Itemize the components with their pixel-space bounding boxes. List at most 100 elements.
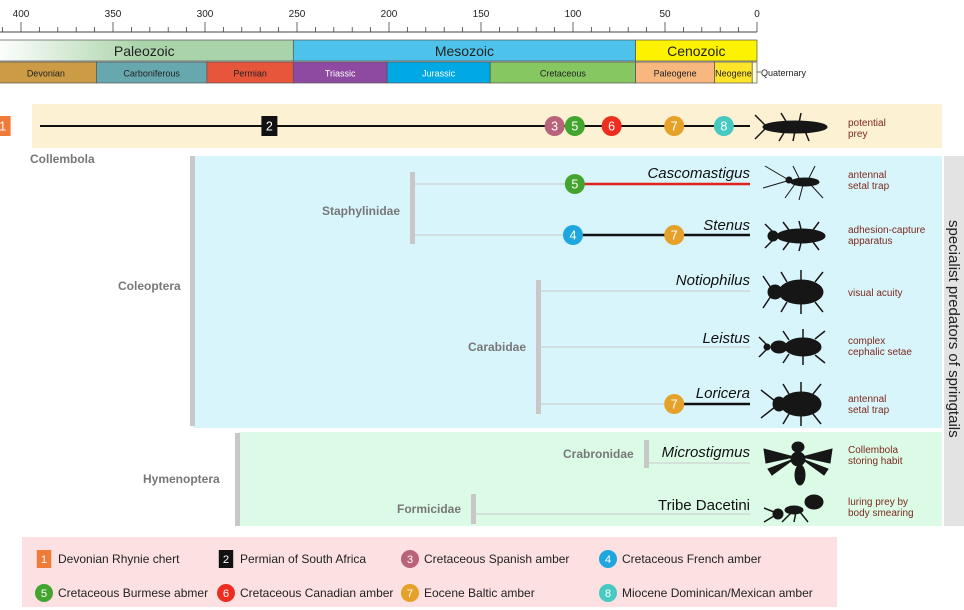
formicidae-bracket [471, 494, 476, 524]
marker-number: 6 [223, 588, 229, 600]
era-cenozoic [635, 39, 758, 62]
period-label: Devonian [27, 69, 65, 79]
coleoptera-band [193, 156, 942, 428]
marker-6 [217, 584, 235, 602]
marker-number: 1 [0, 120, 6, 134]
marker-number: 3 [407, 554, 413, 566]
scale-tick-label: 200 [381, 9, 398, 20]
leistus-icon [758, 329, 826, 365]
marker-number: 6 [608, 120, 615, 134]
marker-7 [664, 116, 685, 136]
marker-number: 3 [551, 120, 558, 134]
marker-number: 5 [41, 588, 47, 600]
family-carabidae: Carabidae [468, 340, 526, 354]
scale-tick-label: 300 [197, 9, 214, 20]
trait-dacetini-2: body smearing [848, 508, 914, 519]
prey-label-line2: prey [848, 129, 867, 140]
tree-brackets [190, 156, 649, 526]
marker-number: 8 [605, 588, 611, 600]
marker-number: 2 [223, 554, 229, 566]
taxon-lines [573, 182, 750, 406]
marker-2 [261, 116, 278, 136]
trait-microstigmus-1: Collembola [848, 445, 898, 456]
legend-label: Eocene Baltic amber [424, 586, 535, 600]
taxon-loricera: Loricera [696, 385, 750, 402]
marker-8 [713, 116, 734, 136]
insect-silhouettes [754, 112, 833, 523]
marker-8 [599, 584, 617, 602]
staphylinidae-bracket [410, 172, 415, 244]
era-label: Paleozoic [114, 43, 175, 59]
legend-label: Cretaceous Burmese abmer [58, 586, 208, 600]
quaternary-label: Quaternary [761, 68, 807, 78]
legend-label: Miocene Dominican/Mexican amber [622, 586, 813, 600]
scale-tick-label: 100 [565, 9, 582, 20]
trait-leistus-2: cephalic setae [848, 347, 912, 358]
era-label: Mesozoic [435, 43, 494, 59]
trait-stenus-1: adhesion-capture [848, 225, 926, 236]
marker-number: 7 [671, 398, 678, 412]
trait-notiophilus-1: visual acuity [848, 288, 902, 299]
scale-tick-label: 50 [659, 9, 671, 20]
scale-tick-label: 0 [754, 9, 760, 20]
crabronidae-bracket [644, 440, 649, 468]
marker-1 [36, 550, 52, 568]
period-label: Permian [233, 69, 267, 79]
marker-3 [544, 116, 565, 136]
trait-cascomastigus-1: antennal [848, 170, 886, 181]
marker-2 [218, 550, 234, 568]
legend-label: Cretaceous Canadian amber [240, 586, 393, 600]
marker-number: 7 [671, 229, 678, 243]
hymenoptera-band [238, 432, 942, 526]
order-coleoptera: Coleoptera [118, 279, 181, 293]
marker-number: 7 [407, 588, 413, 600]
marker-7 [401, 584, 419, 602]
family-staphylinidae: Staphylinidae [322, 204, 400, 218]
taxon-notiophilus: Notiophilus [676, 272, 751, 289]
period-label: Carboniferous [123, 69, 180, 79]
marker-number: 8 [720, 120, 727, 134]
prey-label-line1: potential [848, 118, 886, 129]
trait-loricera-1: antennal [848, 394, 886, 405]
trait-stenus-2: apparatus [848, 236, 892, 247]
loricera-icon [760, 382, 822, 426]
taxon-microstigmus: Microstigmus [662, 444, 751, 461]
taxon-cascomastigus: Cascomastigus [647, 165, 750, 182]
marker-number: 5 [571, 120, 578, 134]
side-label: specialist predators of springtails [945, 220, 962, 438]
period-label: Cretaceous [540, 69, 587, 79]
springtail-icon [754, 112, 828, 142]
taxon-leistus: Leistus [702, 330, 750, 347]
era-label: Cenozoic [667, 43, 725, 59]
legend-label: Devonian Rhynie chert [58, 552, 180, 566]
ant-icon [763, 494, 824, 523]
legend-label: Cretaceous Spanish amber [424, 552, 569, 566]
cascomastigus-icon [762, 165, 824, 201]
order-hymenoptera: Hymenoptera [143, 472, 220, 486]
period-label: Triassic [325, 69, 356, 79]
period-label: Paleogene [654, 69, 697, 79]
side-band [944, 156, 964, 526]
legend-band [22, 537, 837, 607]
family-formicidae: Formicidae [397, 502, 461, 516]
trait-loricera-2: setal trap [848, 405, 890, 416]
scale-tick-label: 350 [105, 9, 122, 20]
hymenoptera-bracket [235, 433, 240, 526]
trait-microstigmus-2: storing habit [848, 456, 903, 467]
scale-tick-label: 250 [289, 9, 306, 20]
marker-6 [601, 116, 622, 136]
trait-cascomastigus-2: setal trap [848, 181, 890, 192]
stenus-icon [764, 220, 826, 252]
marker-number: 1 [41, 554, 47, 566]
collembola-label: Collembola [30, 152, 95, 166]
marker-1 [0, 116, 11, 136]
era-bar: Paleozoic Mesozoic Cenozoic [0, 39, 758, 62]
marker-5 [564, 116, 585, 136]
taxon-tribe-dacetini: Tribe Dacetini [658, 497, 750, 514]
coleoptera-bracket [190, 156, 195, 426]
period-label: Neogene [715, 69, 752, 79]
